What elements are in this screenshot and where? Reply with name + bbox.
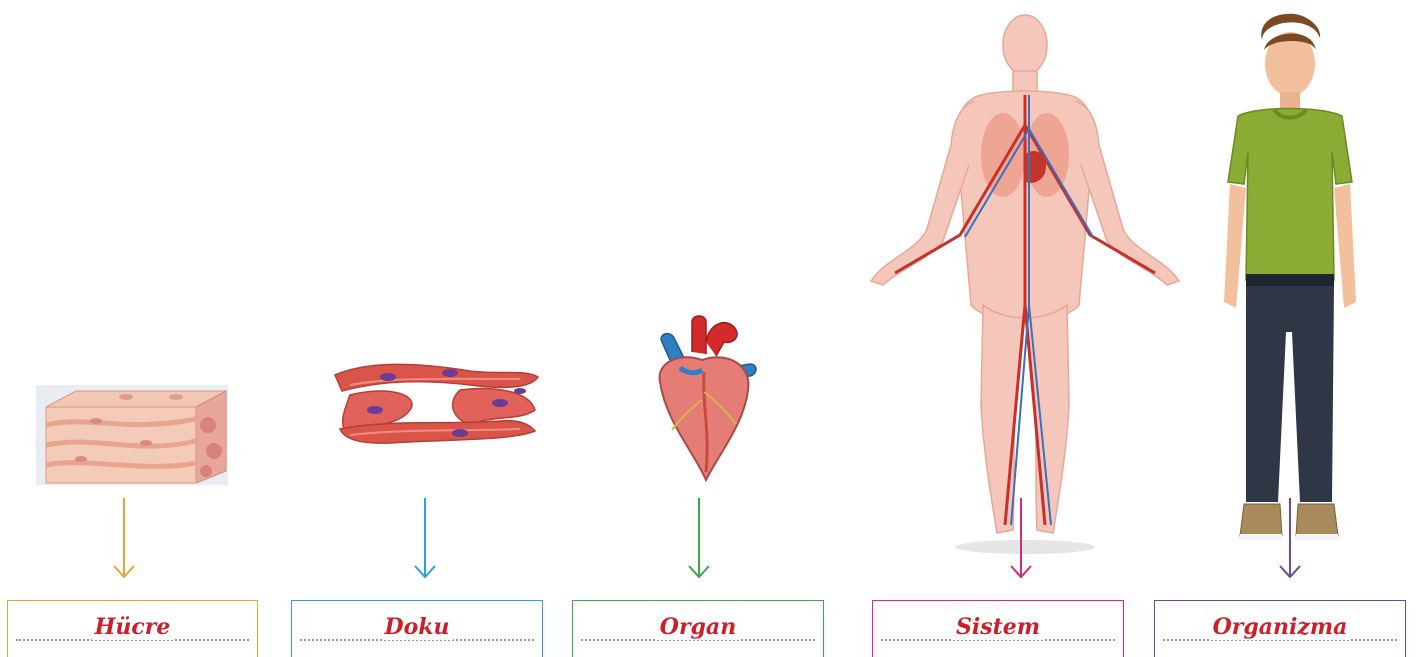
arrow-down-icon (1278, 498, 1302, 580)
stage-label: Organ (573, 613, 823, 641)
arrow-down-icon (687, 498, 711, 580)
arrow-down-icon (413, 498, 437, 580)
arrow-down-icon (112, 498, 136, 580)
stage-label: Sistem (873, 613, 1123, 641)
stage-label: Doku (292, 613, 542, 641)
label-box-organ: Organ (572, 600, 824, 657)
label-box-organizma: Organizma (1154, 600, 1406, 657)
label-box-sistem: Sistem (872, 600, 1124, 657)
human-man-illustration (1212, 12, 1362, 547)
circulatory-system-illustration (865, 5, 1185, 555)
heart-illustration (640, 312, 770, 487)
stage-label: Hücre (8, 613, 257, 641)
cell-block-illustration (36, 385, 228, 485)
label-box-hucre: Hücre (7, 600, 258, 657)
label-box-doku: Doku (291, 600, 543, 657)
arrow-down-icon (1009, 498, 1033, 580)
stage-label: Organizma (1155, 613, 1405, 641)
muscle-tissue-illustration (330, 355, 545, 450)
